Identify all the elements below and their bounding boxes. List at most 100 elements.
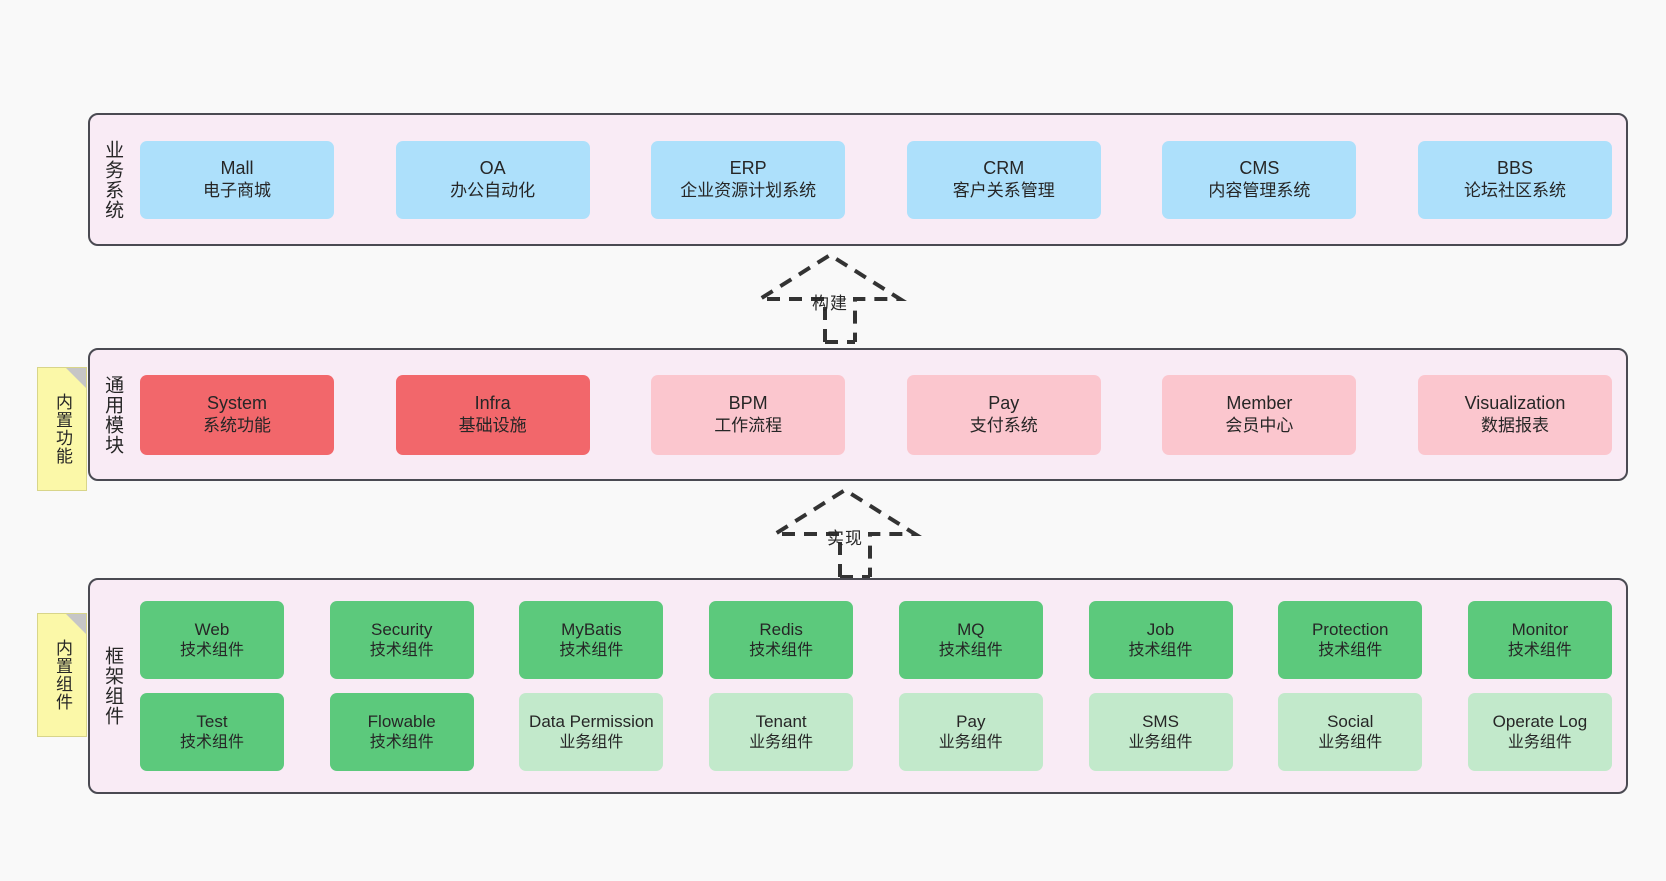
card-infra-en: Infra: [474, 392, 511, 413]
card-web[interactable]: Web 技术组件: [140, 601, 284, 679]
card-test-en: Test: [196, 711, 228, 731]
card-mq[interactable]: MQ 技术组件: [898, 601, 1043, 679]
card-visualization-en: Visualization: [1464, 392, 1566, 413]
card-erp[interactable]: ERP 企业资源计划系统: [651, 140, 846, 219]
card-mybatis-cn: 技术组件: [559, 641, 624, 659]
card-tenant[interactable]: Tenant 业务组件: [709, 693, 854, 771]
layer-common-module: 通用模块 System 系统功能 Infra 基础设施 BPM 工作流程 Pay…: [88, 348, 1628, 481]
card-pay-component-cn: 业务组件: [938, 733, 1003, 751]
card-bpm-cn: 工作流程: [714, 416, 783, 436]
card-web-en: Web: [194, 619, 230, 639]
card-member-cn: 会员中心: [1225, 416, 1294, 436]
card-mq-cn: 技术组件: [938, 641, 1003, 659]
card-system-en: System: [206, 392, 267, 413]
card-system[interactable]: System 系统功能: [140, 374, 334, 455]
card-pay-module[interactable]: Pay 支付系统: [906, 374, 1101, 455]
card-bbs-cn: 论坛社区系统: [1463, 181, 1566, 201]
card-erp-en: ERP: [729, 157, 767, 178]
card-protection-en: Protection: [1311, 619, 1389, 639]
card-erp-cn: 企业资源计划系统: [680, 181, 817, 201]
card-bpm[interactable]: BPM 工作流程: [651, 374, 846, 455]
layer-framework-component: 框架组件 Web 技术组件 Security 技术组件 MyBatis 技术组件…: [88, 578, 1628, 794]
card-data-permission-cn: 业务组件: [559, 733, 624, 751]
card-crm[interactable]: CRM 客户关系管理: [906, 140, 1101, 219]
card-sms-en: SMS: [1142, 711, 1179, 731]
card-crm-cn: 客户关系管理: [952, 181, 1055, 201]
connector-implement-shape: [768, 487, 922, 579]
layer-business-system-title: 业务系统: [102, 139, 124, 220]
framework-row-business: Test 技术组件 Flowable 技术组件 Data Permission …: [140, 693, 1612, 771]
card-monitor[interactable]: Monitor 技术组件: [1467, 601, 1612, 679]
card-bpm-en: BPM: [728, 392, 768, 413]
connector-build-shape: [753, 252, 907, 344]
card-tenant-en: Tenant: [755, 711, 807, 731]
card-job-en: Job: [1146, 619, 1175, 639]
card-tenant-cn: 业务组件: [749, 733, 814, 751]
card-flowable[interactable]: Flowable 技术组件: [329, 693, 474, 771]
card-mq-en: MQ: [957, 619, 985, 639]
layer-common-module-cards: System 系统功能 Infra 基础设施 BPM 工作流程 Pay 支付系统…: [134, 350, 1626, 479]
layer-business-system: 业务系统 Mall 电子商城 OA 办公自动化 ERP 企业资源计划系统 CRM…: [88, 113, 1628, 246]
card-operate-log-en: Operate Log: [1492, 711, 1588, 731]
card-security[interactable]: Security 技术组件: [329, 601, 474, 679]
card-data-permission-en: Data Permission: [529, 711, 654, 731]
card-system-cn: 系统功能: [203, 416, 271, 436]
card-monitor-en: Monitor: [1511, 619, 1569, 639]
card-pay-module-cn: 支付系统: [969, 416, 1038, 436]
card-test[interactable]: Test 技术组件: [140, 693, 284, 771]
card-oa[interactable]: OA 办公自动化: [395, 140, 590, 219]
card-sms[interactable]: SMS 业务组件: [1088, 693, 1233, 771]
card-social-en: Social: [1327, 711, 1374, 731]
card-visualization[interactable]: Visualization 数据报表: [1417, 374, 1612, 455]
card-infra-cn: 基础设施: [458, 416, 527, 436]
card-pay-module-en: Pay: [988, 392, 1020, 413]
card-mall[interactable]: Mall 电子商城: [140, 140, 334, 219]
card-mall-cn: 电子商城: [203, 181, 271, 201]
card-security-en: Security: [370, 619, 433, 639]
note-builtin-function-label: 内置功能: [53, 393, 73, 465]
note-fold-corner-icon: [66, 368, 86, 388]
card-oa-cn: 办公自动化: [450, 181, 536, 201]
note-fold-corner-icon: [66, 614, 86, 634]
card-operate-log[interactable]: Operate Log 业务组件: [1467, 693, 1612, 771]
card-security-cn: 技术组件: [369, 641, 434, 659]
card-cms[interactable]: CMS 内容管理系统: [1162, 140, 1357, 219]
card-protection[interactable]: Protection 技术组件: [1278, 601, 1423, 679]
connector-implement-label: 实现: [827, 529, 863, 548]
card-visualization-cn: 数据报表: [1480, 416, 1549, 436]
card-data-permission[interactable]: Data Permission 业务组件: [519, 693, 664, 771]
card-oa-en: OA: [479, 157, 506, 178]
card-redis[interactable]: Redis 技术组件: [709, 601, 854, 679]
card-cms-cn: 内容管理系统: [1208, 181, 1311, 201]
card-redis-cn: 技术组件: [749, 641, 814, 659]
card-flowable-cn: 技术组件: [369, 733, 434, 751]
card-sms-cn: 业务组件: [1128, 733, 1193, 751]
card-operate-log-cn: 业务组件: [1507, 733, 1572, 751]
card-infra[interactable]: Infra 基础设施: [395, 374, 590, 455]
card-bbs-en: BBS: [1496, 157, 1533, 178]
card-pay-component[interactable]: Pay 业务组件: [898, 693, 1043, 771]
card-social[interactable]: Social 业务组件: [1278, 693, 1423, 771]
framework-row-tech: Web 技术组件 Security 技术组件 MyBatis 技术组件 Redi…: [140, 601, 1612, 679]
layer-framework-component-title: 框架组件: [102, 646, 124, 726]
connector-implement: 实现: [768, 487, 922, 579]
card-monitor-cn: 技术组件: [1507, 641, 1572, 659]
note-builtin-component-label: 内置组件: [53, 639, 73, 711]
card-job[interactable]: Job 技术组件: [1088, 601, 1233, 679]
card-flowable-en: Flowable: [367, 711, 436, 731]
card-mybatis[interactable]: MyBatis 技术组件: [519, 601, 664, 679]
card-crm-en: CRM: [983, 157, 1025, 178]
connector-build-label: 构建: [812, 294, 848, 313]
card-test-cn: 技术组件: [179, 733, 244, 751]
card-mall-en: Mall: [220, 157, 254, 178]
card-bbs[interactable]: BBS 论坛社区系统: [1417, 140, 1612, 219]
card-member[interactable]: Member 会员中心: [1162, 374, 1357, 455]
card-redis-en: Redis: [759, 619, 803, 639]
card-cms-en: CMS: [1239, 157, 1280, 178]
card-member-en: Member: [1226, 392, 1293, 413]
card-protection-cn: 技术组件: [1318, 641, 1383, 659]
card-pay-component-en: Pay: [956, 711, 986, 731]
note-builtin-component: 内置组件: [37, 613, 87, 737]
note-builtin-function: 内置功能: [37, 367, 87, 491]
